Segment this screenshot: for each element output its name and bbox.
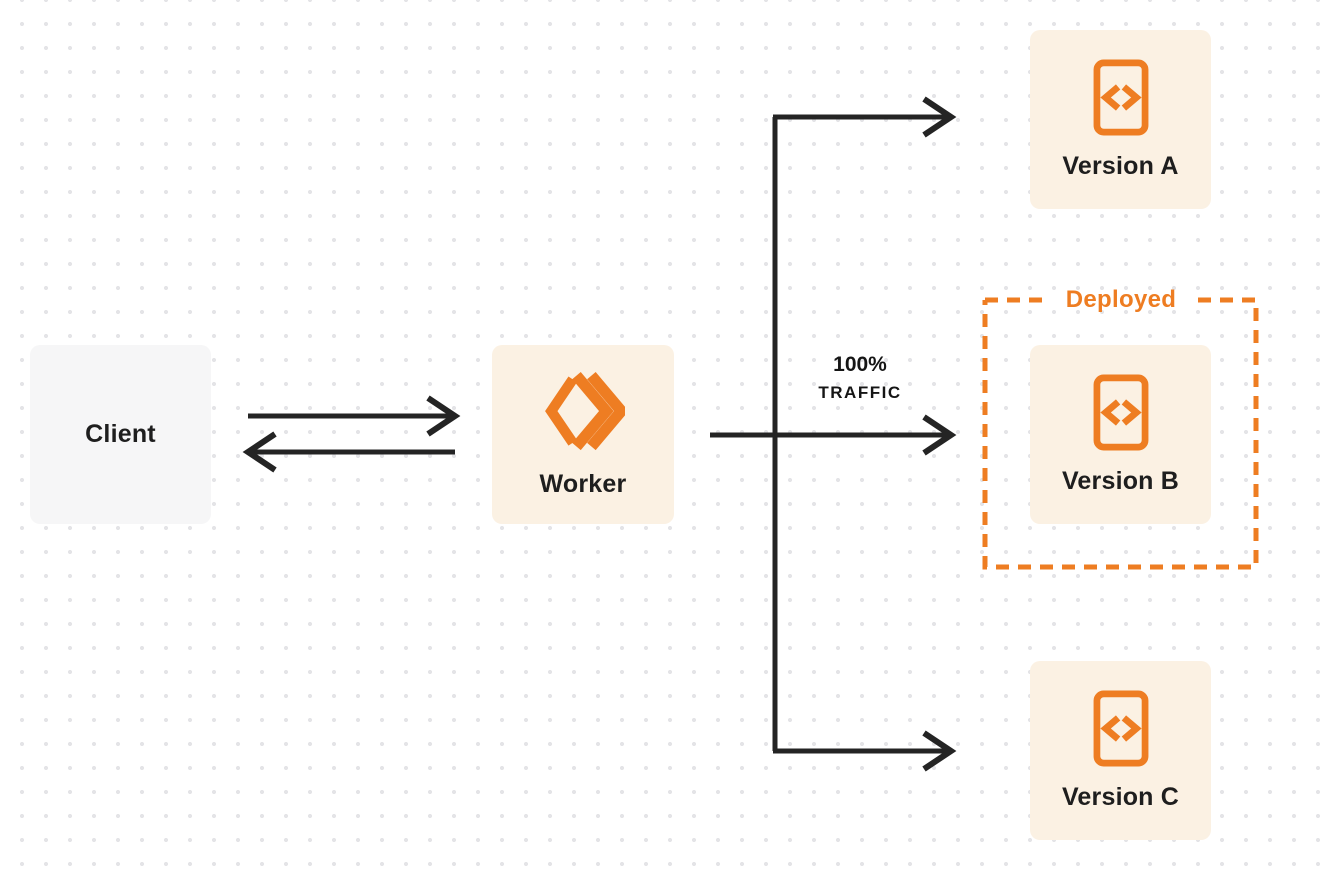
code-file-icon	[1092, 373, 1150, 451]
traffic-percent-text: 100%	[833, 353, 887, 376]
client-label: Client	[85, 420, 156, 448]
code-file-icon	[1092, 689, 1150, 767]
worker-label: Worker	[539, 470, 627, 498]
version-b-label: Version B	[1061, 466, 1180, 495]
version-a-node: Version A	[1030, 30, 1211, 209]
version-c-node: Version C	[1030, 661, 1211, 840]
traffic-edge-label: 100% TRAFFIC	[782, 352, 938, 408]
right-arrowhead-icon	[922, 96, 957, 138]
client-node: Client	[30, 345, 211, 524]
right-arrowhead-icon	[922, 730, 957, 772]
left-arrowhead-icon	[242, 431, 277, 473]
version-b-node: Version B	[1030, 345, 1211, 524]
cloudflare-workers-logo-icon	[541, 370, 629, 454]
right-arrowhead-icon	[922, 414, 957, 456]
deployed-group-label: Deployed	[1065, 286, 1177, 313]
version-a-label: Version A	[1062, 151, 1179, 180]
worker-node: Worker	[492, 345, 674, 524]
version-c-label: Version C	[1061, 782, 1180, 811]
code-file-icon	[1092, 58, 1150, 136]
right-arrowhead-icon	[426, 395, 461, 437]
traffic-word-text: TRAFFIC	[818, 383, 902, 402]
